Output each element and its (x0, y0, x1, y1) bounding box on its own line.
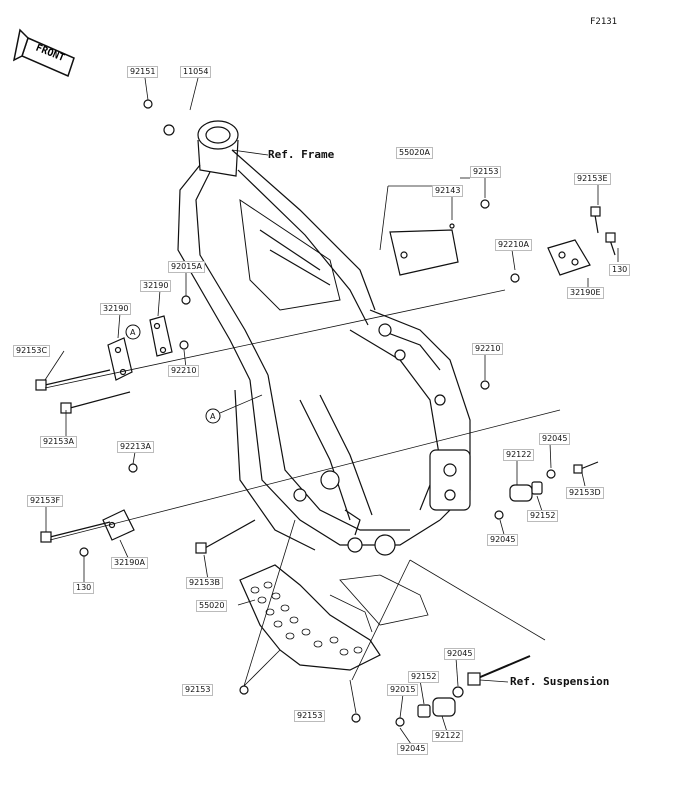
callout-a-upper-letter: A (130, 328, 136, 337)
figure-code: F2131 (590, 17, 618, 27)
part-label-32190A: 32190A (111, 557, 148, 569)
callout-a-lower-letter: A (210, 412, 216, 421)
part-label-92153-top: 92153 (470, 166, 502, 178)
part-label-92153E: 92153E (574, 173, 611, 185)
part-label-92210A: 92210A (495, 239, 532, 251)
skid-plate-55020 (239, 564, 381, 671)
front-direction-arrow: FRONT (12, 28, 75, 78)
part-label-92045-top: 92045 (539, 433, 571, 445)
ref-frame-link[interactable]: Ref. Frame (268, 148, 335, 161)
ref-suspension-link[interactable]: Ref. Suspension (510, 675, 610, 688)
part-label-92015A: 92015A (168, 261, 205, 273)
part-label-92045-bottom: 92045 (397, 743, 429, 755)
part-label-92153-bm: 92153 (294, 710, 326, 722)
engine-bracket-32190 (102, 315, 173, 541)
part-label-92153B: 92153B (186, 577, 223, 589)
frame-cover-55020A (389, 229, 459, 276)
callout-a-upper: A (125, 324, 141, 340)
mounting-bolts (35, 206, 616, 686)
part-label-92153A: 92153A (40, 436, 77, 448)
part-label-92153F: 92153F (27, 495, 64, 507)
nuts-and-collars (79, 99, 556, 727)
part-label-92045-mid: 92045 (487, 534, 519, 546)
part-label-130-right: 130 (609, 264, 631, 276)
callout-a-lower: A (205, 394, 263, 424)
part-label-92015: 92015 (387, 684, 419, 696)
part-label-92143: 92143 (432, 185, 464, 197)
part-label-92122-top: 92122 (503, 449, 535, 461)
part-label-92153C: 92153C (13, 345, 51, 357)
part-label-32190-b: 32190 (140, 280, 172, 292)
part-label-92045-bottom-top: 92045 (444, 648, 476, 660)
leader-lines (44, 77, 619, 745)
part-label-92210-right: 92210 (472, 343, 504, 355)
part-label-92151: 92151 (127, 66, 159, 78)
part-label-32190E: 32190E (567, 287, 604, 299)
part-label-92152-mid: 92152 (527, 510, 559, 522)
part-label-130-left: 130 (73, 582, 95, 594)
part-label-92153D: 92153D (566, 487, 604, 499)
part-label-92213A: 92213A (117, 441, 154, 453)
part-label-92153-bl: 92153 (182, 684, 214, 696)
part-label-11054: 11054 (180, 66, 212, 78)
main-frame (177, 120, 471, 556)
part-label-32190: 32190 (100, 303, 132, 315)
part-label-92210-left: 92210 (168, 365, 200, 377)
part-label-55020A: 55020A (396, 147, 433, 159)
part-label-92122-bottom: 92122 (432, 730, 464, 742)
engine-bracket-32190E (547, 239, 591, 276)
part-label-55020: 55020 (196, 600, 228, 612)
part-label-92152-bottom: 92152 (408, 671, 440, 683)
